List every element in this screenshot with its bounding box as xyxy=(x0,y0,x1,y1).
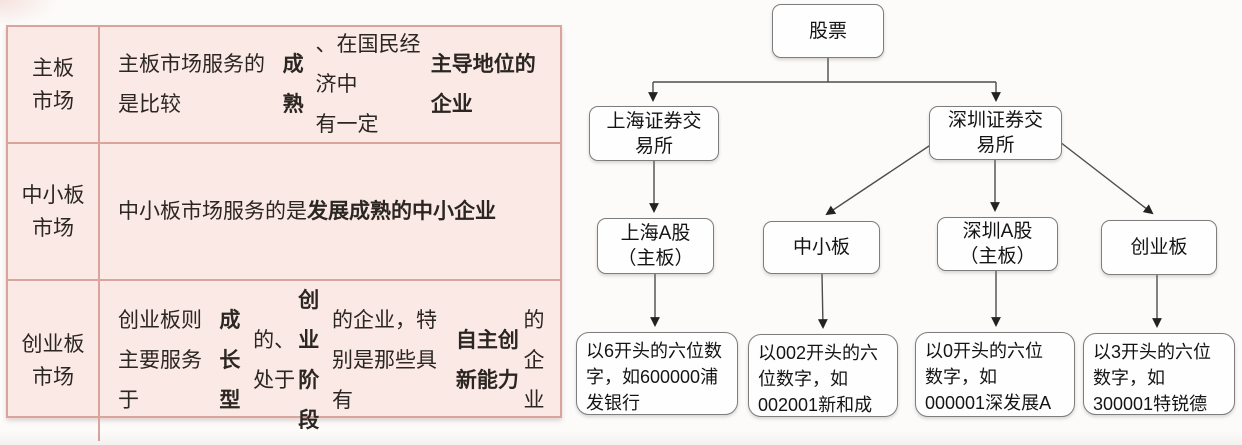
corner-smudge xyxy=(0,0,56,26)
table-row-header-chinext-board: 创业板 市场 xyxy=(8,279,100,441)
node-chinext-board: 创业板 xyxy=(1101,220,1217,275)
node-code-shanghai-a: 以6开头的六位数 字，如600000浦 发银行 xyxy=(576,332,738,415)
node-shenzhen-a-share: 深圳A股 （主板） xyxy=(937,217,1058,271)
market-comparison-table: 主板 市场 主板市场服务的是比较成熟、在国民经济中 有一定主导地位的企业 中小板… xyxy=(6,25,562,441)
table-row-header-sme-board: 中小板 市场 xyxy=(8,142,100,279)
table-row-desc-sme-board: 中小板市场服务的是发展成熟的中小企业 xyxy=(100,142,560,279)
node-code-shenzhen-a: 以0开头的六位 数字，如 000001深发展A xyxy=(915,332,1075,417)
connector-szse-to-chinext xyxy=(1059,141,1154,215)
node-shenzhen-exchange: 深圳证券交 易所 xyxy=(929,106,1062,160)
table-row-desc-main-board: 主板市场服务的是比较成熟、在国民经济中 有一定主导地位的企业 xyxy=(118,32,536,136)
node-stock: 股票 xyxy=(772,4,884,58)
connector-sme-to-code xyxy=(817,273,828,329)
node-sme-board: 中小板 xyxy=(763,221,880,274)
table-row-header-main-board: 主板 市场 xyxy=(8,27,100,142)
connector-szse-to-sme xyxy=(825,143,933,216)
table-row-desc-chinext-board: 创业板则主要服务于成长型的、处于创业阶 段的企业，特别是那些具有自主创新能力的 … xyxy=(100,279,560,441)
bottom-shadow xyxy=(0,431,1242,445)
node-shanghai-exchange: 上海证券交 易所 xyxy=(589,106,719,161)
node-code-sme: 以002开头的六 位数字，如 002001新和成 xyxy=(748,334,898,417)
node-shanghai-a-share: 上海A股 （主板） xyxy=(597,218,714,274)
node-code-chinext: 以3开头的六位 数字，如 300001特锐德 xyxy=(1083,333,1235,415)
